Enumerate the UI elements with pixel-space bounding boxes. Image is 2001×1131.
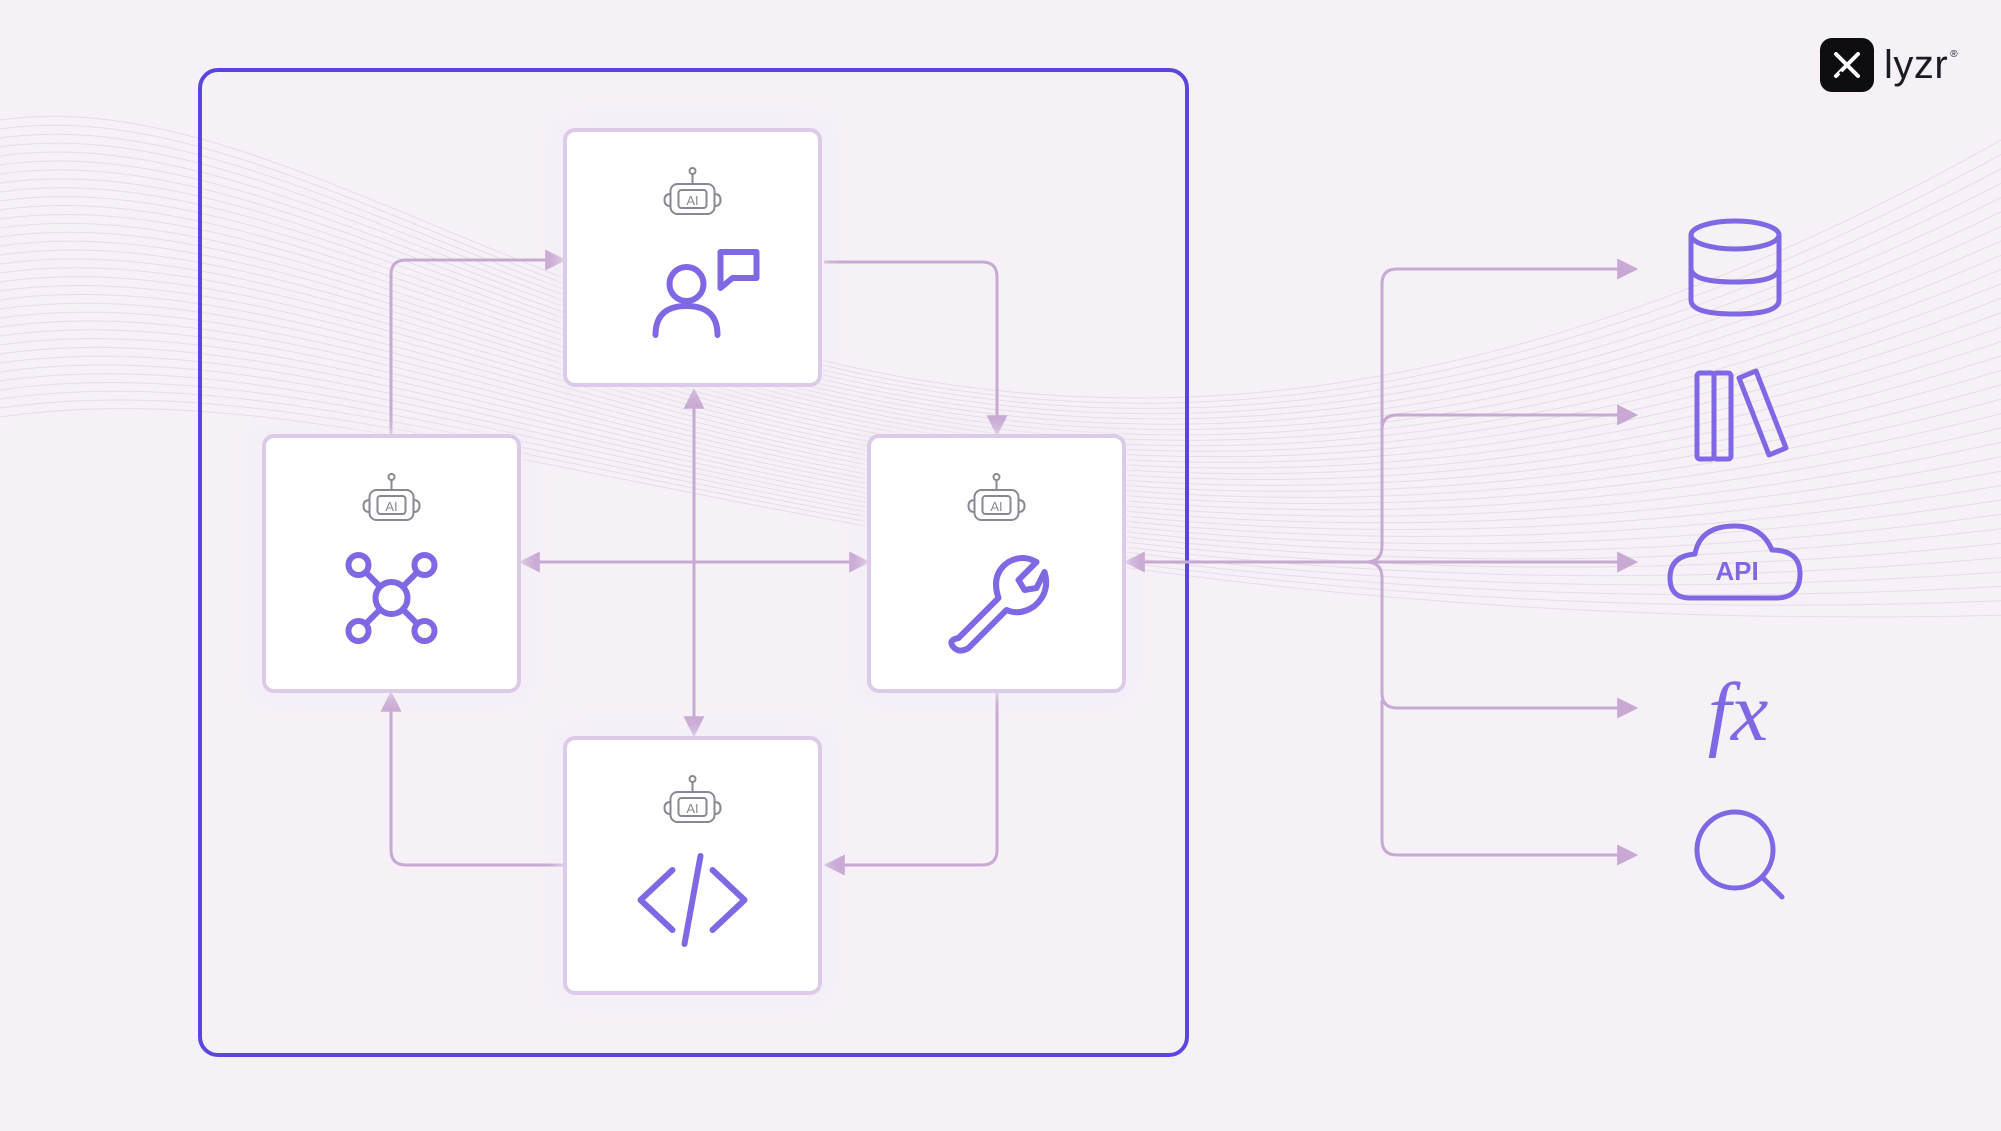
background-wave-line: [0, 231, 2001, 469]
agent-cards: AI AI AI AI: [262, 128, 1126, 995]
database-icon: [1688, 218, 1782, 317]
connector-tools-to-code: [823, 690, 999, 876]
background-wave-line: [0, 399, 2001, 606]
agent-card-tools[interactable]: AI: [867, 434, 1126, 693]
ai-badge-label: AI: [990, 499, 1002, 514]
lyzr-logo: lyzr ®: [1820, 38, 1958, 92]
background-wave-line: [0, 115, 2001, 399]
background-wave-line: [0, 408, 2001, 618]
agent-card-conversation[interactable]: AI: [563, 128, 822, 387]
lyzr-logo-mark: [1820, 38, 1874, 92]
ai-badge-label: AI: [686, 801, 698, 816]
connectors: [380, 249, 1639, 876]
background-wave-line: [0, 214, 2001, 458]
brand-registered-mark: ®: [1950, 48, 1958, 60]
background-wave-line: [0, 381, 2001, 586]
network-hub-icon: [345, 552, 438, 644]
ai-badge-label: AI: [385, 499, 397, 514]
books-icon: [1694, 368, 1789, 462]
robot-ai-icon: AI: [967, 473, 1026, 521]
fx-label: fx: [1708, 666, 1769, 759]
resource-icons: API fx: [1667, 218, 1803, 900]
brand-name: lyzr: [1884, 42, 1949, 87]
agent-card-code[interactable]: AI: [563, 736, 822, 995]
connector-resource-search: [1380, 700, 1639, 866]
connector-code-to-orchestrator: [380, 690, 565, 867]
agent-card-box: [563, 736, 822, 995]
robot-ai-icon: AI: [663, 775, 722, 823]
code-brackets-icon: [637, 853, 748, 947]
person-chat-icon: [652, 249, 760, 338]
connector-orchestrator-to-conversation: [389, 249, 567, 436]
cloud-api-icon: API: [1667, 523, 1803, 601]
background-wave-line: [0, 390, 2001, 596]
wrench-icon: [948, 555, 1050, 654]
agent-card-box: [563, 128, 822, 387]
agent-card-box: [867, 434, 1126, 693]
connector-resource-function: [1365, 560, 1639, 719]
connector-resource-database: [1365, 258, 1639, 564]
background-wave-line: [0, 222, 2001, 463]
robot-ai-icon: AI: [663, 167, 722, 215]
background-wave-line: [0, 373, 2001, 577]
background-wave-line: [0, 196, 2001, 447]
search-icon: [1694, 809, 1785, 900]
connector-resource-library: [1380, 404, 1639, 431]
connector-conversation-to-tools: [824, 260, 1008, 437]
api-label: API: [1715, 556, 1758, 586]
function-fx-icon: fx: [1708, 666, 1769, 759]
background-wave-line: [0, 124, 2001, 404]
agent-card-orchestrator[interactable]: AI: [262, 434, 521, 693]
ai-badge-label: AI: [686, 193, 698, 208]
background-wave-line: [0, 133, 2001, 409]
robot-ai-icon: AI: [362, 473, 421, 521]
agent-card-box: [262, 434, 521, 693]
